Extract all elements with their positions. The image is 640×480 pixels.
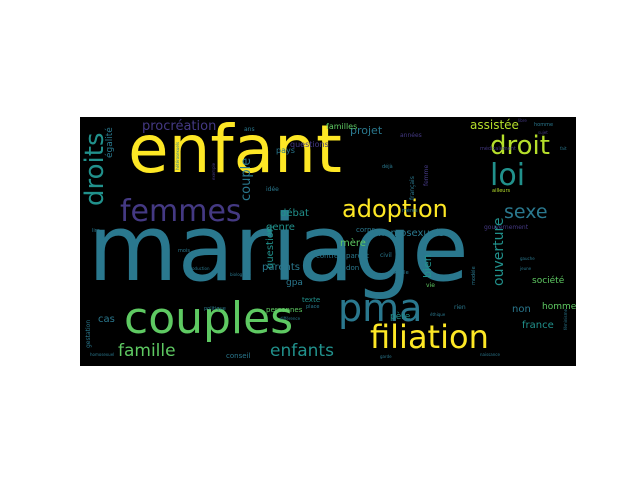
cloud-word: filiation [370, 318, 489, 356]
cloud-word: gpa [286, 278, 303, 288]
cloud-word: cas [98, 314, 115, 325]
cloud-word: français [409, 176, 416, 200]
cloud-word: mariage [88, 195, 469, 302]
cloud-word: homme [534, 122, 554, 128]
cloud-word: rien [454, 304, 466, 311]
cloud-word: couple [239, 157, 254, 201]
cloud-word: don [346, 264, 360, 272]
cloud-word: pma [338, 286, 423, 330]
cloud-word: sujet [538, 130, 548, 135]
cloud-word: politique [204, 306, 226, 312]
cloud-word: bien [421, 254, 434, 278]
cloud-word: projet [350, 124, 383, 137]
cloud-word: corps [356, 226, 376, 234]
cloud-word: homosexuel [90, 352, 115, 357]
cloud-word: féminisme [563, 309, 568, 330]
cloud-word: enfant [128, 117, 342, 188]
cloud-word: france [522, 320, 554, 331]
cloud-word: personnes [266, 306, 303, 314]
cloud-word: égalité [105, 127, 115, 158]
cloud-word: exemple [211, 162, 216, 180]
cloud-word: questions [290, 140, 329, 149]
cloud-word: sexe [504, 201, 548, 223]
cloud-word: adoption [342, 195, 448, 223]
cloud-word: place [306, 304, 320, 310]
cloud-word: libre [518, 118, 527, 123]
cloud-word: lire [92, 228, 100, 234]
cloud-word: non [512, 304, 531, 315]
cloud-word: texte [302, 296, 321, 304]
cloud-word: gouvernement [484, 224, 529, 231]
cloud-word: conseil [226, 352, 251, 360]
cloud-word: famille [118, 341, 176, 361]
cloud-word: reproduction [184, 266, 210, 271]
cloud-word: mères [402, 208, 418, 214]
cloud-word: gestation [85, 319, 92, 348]
cloud-word: mois [178, 248, 190, 254]
cloud-word: naissance [480, 352, 500, 357]
cloud-word: père [390, 312, 411, 322]
cloud-word: garde [380, 354, 392, 359]
cloud-word: médicalement [480, 146, 516, 152]
cloud-word: parent [346, 252, 369, 260]
cloud-word: femme [423, 164, 430, 186]
cloud-word: contre [316, 252, 339, 260]
cloud-word: loi [490, 158, 526, 193]
cloud-word: vie [426, 282, 435, 289]
cloud-word: sexuelle [388, 270, 409, 276]
cloud-word: homosexuels [378, 228, 444, 239]
cloud-word: procréation [142, 119, 217, 134]
cloud-word: modèle [471, 266, 477, 285]
cloud-word: différence [280, 316, 301, 321]
cloud-word: ailleurs [492, 188, 511, 194]
cloud-word: question [265, 225, 276, 269]
cloud-word: civil [380, 252, 392, 259]
cloud-word: droit [490, 131, 550, 161]
cloud-word: parents [262, 262, 300, 273]
cloud-word: fait [560, 146, 567, 151]
cloud-word: débat [280, 208, 309, 219]
cloud-word: déjà [382, 164, 393, 170]
cloud-word: assistée [470, 118, 519, 132]
cloud-word: éthique [430, 312, 446, 317]
cloud-word: ans [244, 126, 255, 133]
cloud-word: familles [326, 122, 358, 131]
cloud-word: pays [276, 146, 295, 155]
cloud-word: enfants [270, 341, 334, 361]
cloud-word: années [400, 132, 422, 139]
cloud-word: femmes [120, 194, 242, 229]
cloud-word: jeune [520, 266, 532, 271]
cloud-word: couples [124, 293, 294, 344]
cloud-word: gauche [520, 256, 535, 261]
cloud-word: genre [266, 222, 295, 233]
cloud-word: biologique [230, 272, 251, 277]
cloud-word: hétérosexuels [175, 141, 180, 170]
cloud-word: société [532, 276, 565, 286]
cloud-word: mère [340, 238, 366, 249]
cloud-word: idée [266, 186, 279, 193]
